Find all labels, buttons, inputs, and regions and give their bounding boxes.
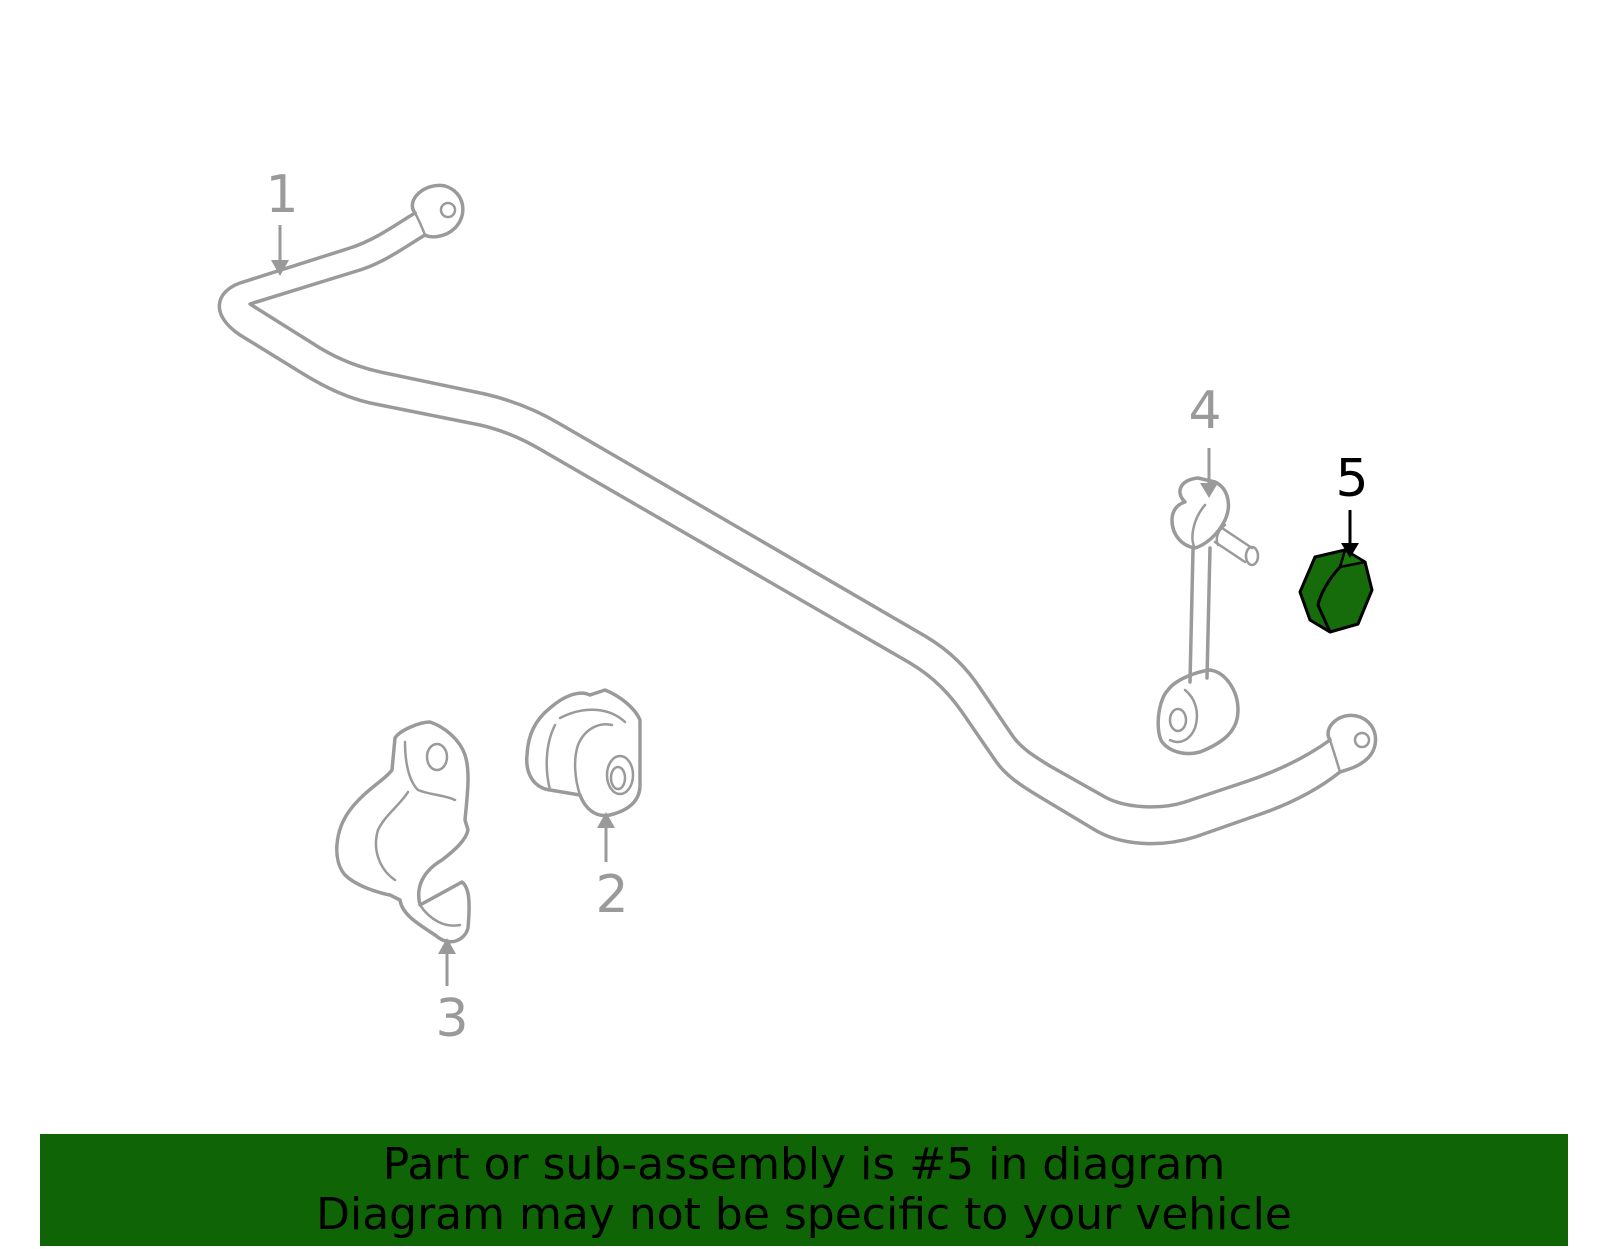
bushing-part [525, 688, 642, 818]
bracket-part [335, 720, 471, 944]
stabilizer-link-part [1156, 476, 1260, 756]
callout-3: 3 [435, 938, 469, 1049]
stabilizer-bar-part [217, 183, 1378, 846]
callout-1: 1 [265, 165, 299, 276]
banner-line-disclaimer: Diagram may not be specific to your vehi… [316, 1189, 1292, 1240]
callout-label-highlighted: 5 [1335, 449, 1368, 509]
nut-part-highlighted [1298, 548, 1374, 634]
callout-label: 3 [435, 989, 468, 1049]
callout-label: 2 [595, 865, 628, 925]
callout-label: 4 [1188, 381, 1221, 441]
banner-line-part-number: Part or sub-assembly is #5 in diagram [382, 1139, 1226, 1190]
callout-label: 1 [265, 165, 298, 225]
callout-4: 4 [1188, 381, 1222, 498]
callout-5: 5 [1335, 449, 1369, 558]
info-banner: Part or sub-assembly is #5 in diagram Di… [40, 1134, 1568, 1246]
callout-2: 2 [595, 812, 629, 925]
